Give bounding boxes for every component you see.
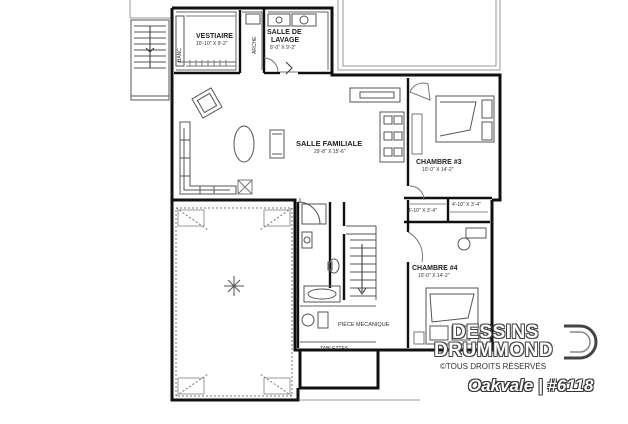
bar-stools	[379, 111, 405, 163]
bed-chambre3	[435, 95, 495, 143]
room-chambre3-name: CHAMBRE #3	[416, 159, 462, 166]
dresser-chambre3	[411, 113, 423, 155]
room-lavage-name-2: LAVAGE	[271, 37, 299, 44]
mech-equipment	[301, 311, 329, 329]
exterior-stair	[130, 19, 170, 101]
door-chambre4	[407, 231, 423, 263]
laundry-appliances	[245, 13, 317, 27]
side-table	[237, 179, 253, 195]
room-lavage-dims: 8'-0" X 9'-2"	[270, 45, 296, 51]
arche-label: ARCHE	[252, 36, 258, 54]
room-vestiaire-dims: 10'-10" X 9'-2"	[196, 41, 228, 47]
unexcavated-area	[175, 207, 293, 397]
room-chambre3-dims: 10'-0" X 14'-2"	[422, 167, 454, 173]
interior-stair	[346, 225, 377, 300]
brand-block: DESSINS DRUMMOND ©TOUS DROITS RÉSERVÉS O…	[420, 322, 620, 422]
interior-walls	[174, 8, 492, 348]
thin-lines	[176, 11, 376, 343]
laundry-doors	[263, 57, 298, 75]
tv-unit	[269, 129, 285, 159]
room-chambre4-dims: 10'-0" X 14'-2"	[418, 273, 450, 279]
banc: BANC	[175, 15, 185, 67]
svg-text:BANC: BANC	[177, 48, 183, 62]
room-familiale-name: SALLE FAMILIALE	[296, 139, 362, 148]
closet-right-dims: 4'-10" X 3'-4"	[452, 202, 481, 208]
nightstands-chambre4	[413, 331, 491, 345]
sofa	[179, 121, 237, 195]
door-chambre3	[409, 185, 425, 201]
walls	[170, 6, 502, 402]
armchair	[191, 87, 223, 119]
brand-rights: ©TOUS DROITS RÉSERVÉS	[440, 362, 547, 371]
room-mecanique-name: PIÈCE MÉCANIQUE	[338, 321, 390, 328]
closet-left-dims: 4'-10" X 3'-4"	[408, 208, 437, 214]
upper-outline	[129, 0, 501, 71]
room-vestiaire-name: VESTIAIRE	[196, 33, 233, 40]
chair-chambre3	[409, 82, 431, 101]
desk-chambre4	[457, 227, 487, 251]
vestiaire-closet	[186, 15, 236, 67]
room-lavage-name-1: SALLE DE	[267, 29, 302, 36]
room-familiale-dims: 29'-8" X 15'-6"	[314, 149, 346, 155]
closet-rods	[410, 203, 488, 213]
treadmill	[349, 87, 401, 103]
room-chambre4-name: CHAMBRE #4	[412, 265, 458, 272]
room-tablettes-name: TABLETTES	[320, 346, 349, 352]
bathroom	[297, 201, 341, 303]
brand-line2: DRUMMOND	[434, 340, 554, 361]
coffee-table	[233, 125, 255, 163]
brand-logo-icon	[564, 324, 598, 360]
plan-name: Oakvale | #6118	[468, 376, 594, 395]
bed-chambre4	[425, 287, 479, 345]
brand-line1: DESSINS	[452, 322, 539, 343]
